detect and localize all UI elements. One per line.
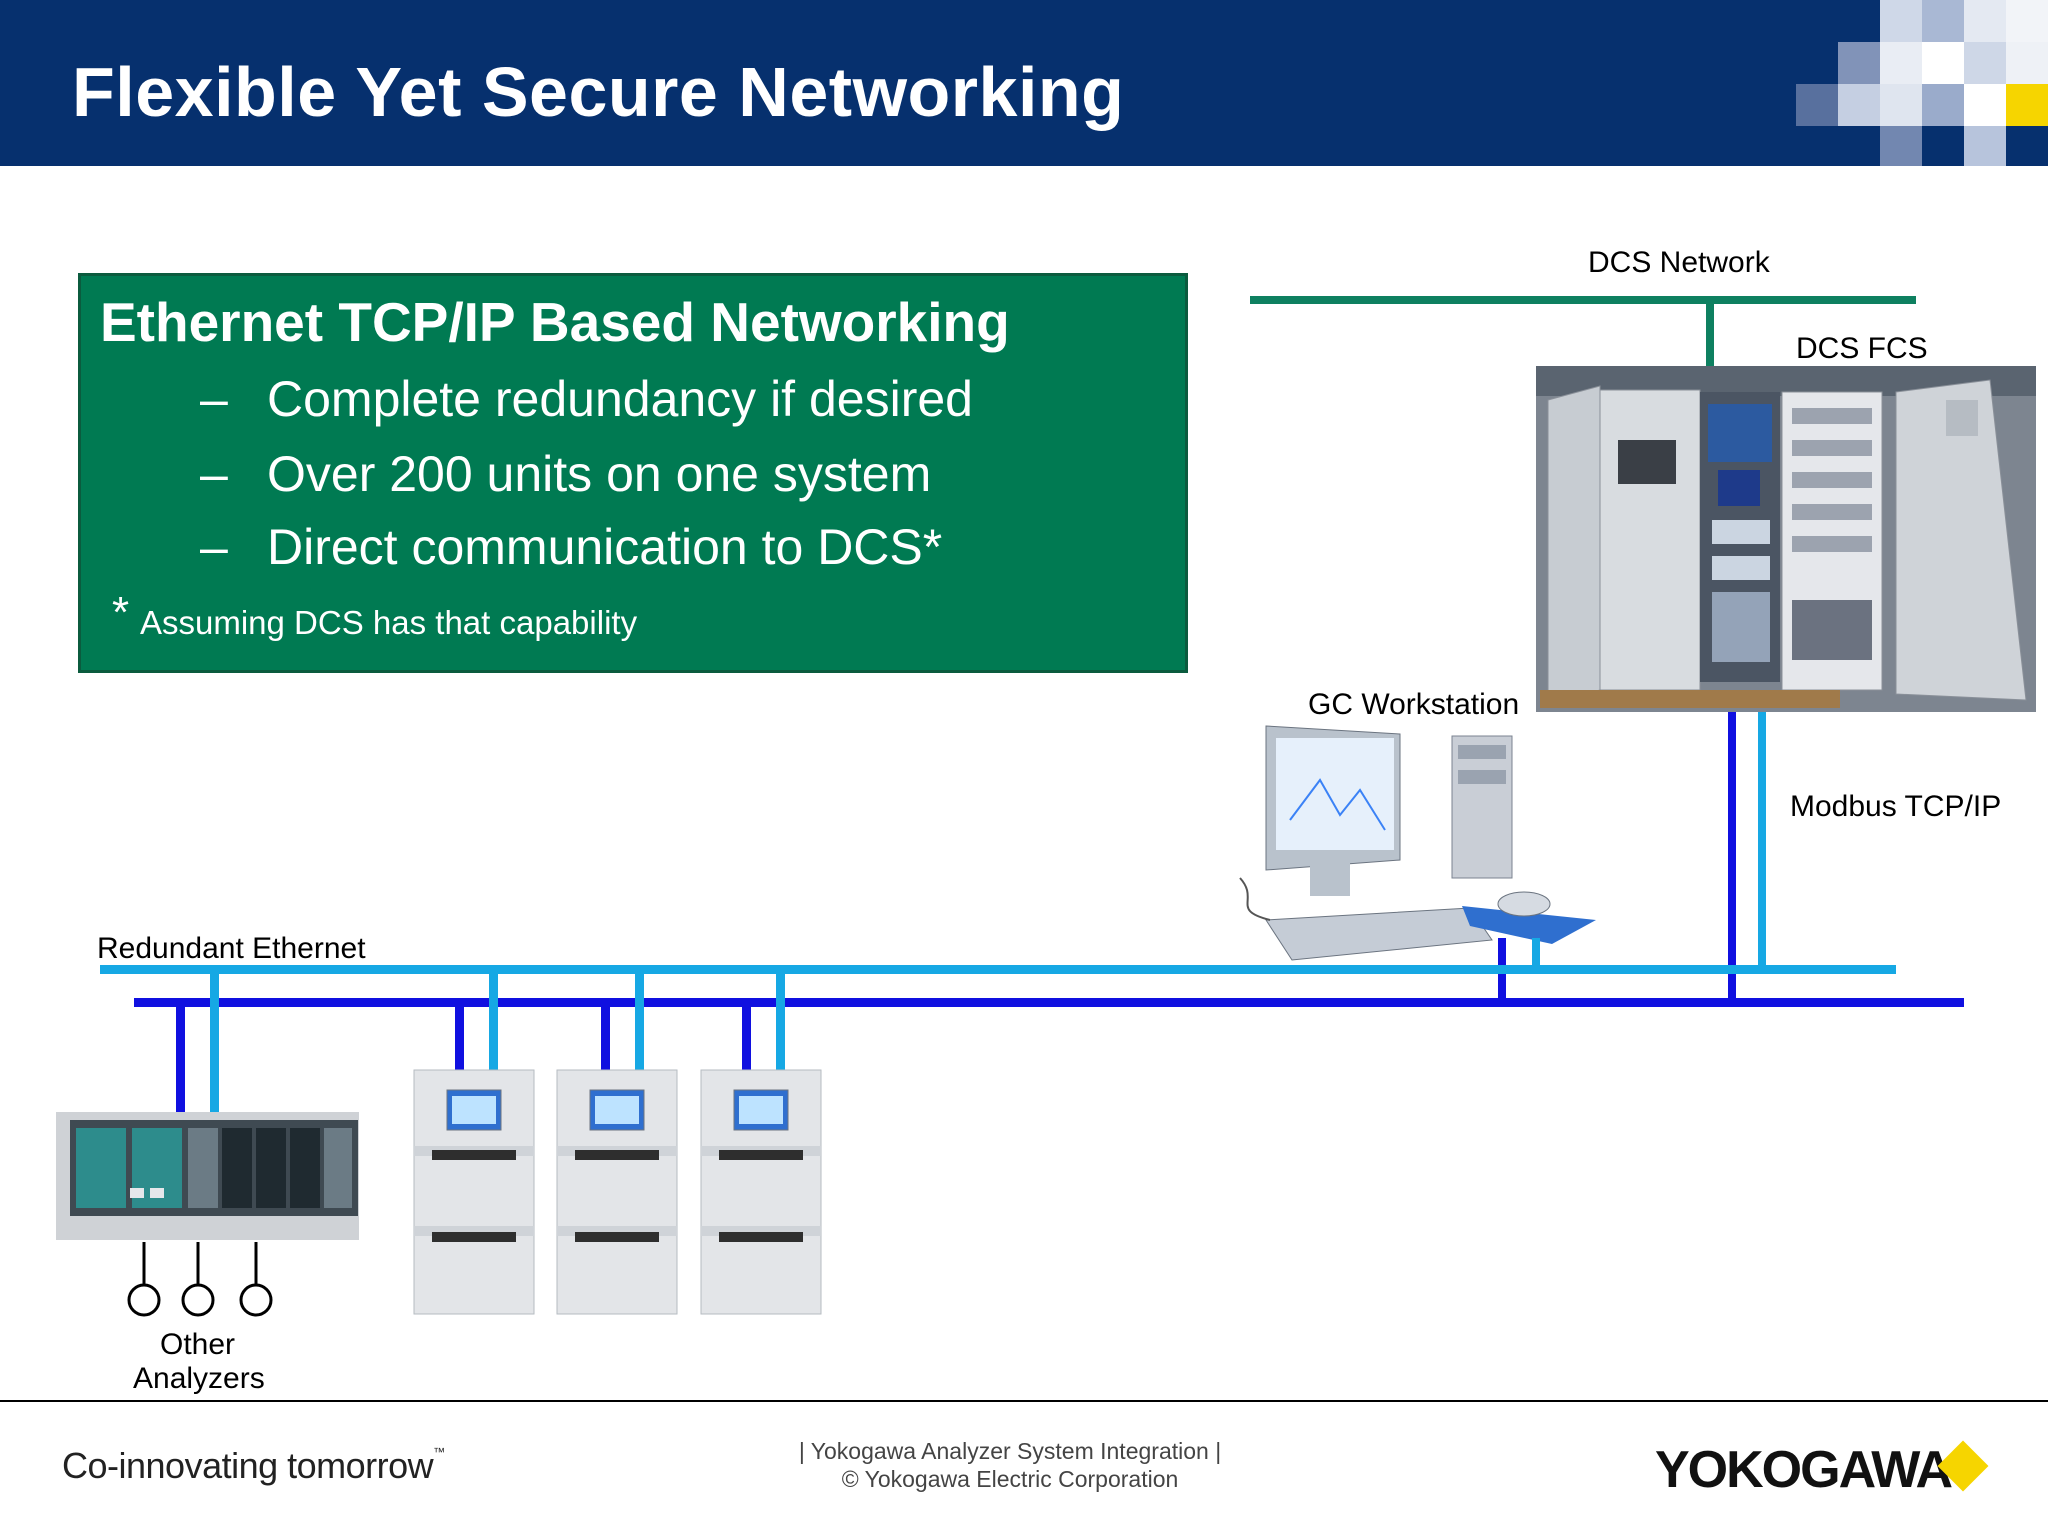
bullet-dash: – [200,371,228,427]
drop-a [635,970,644,1070]
bullet-item: Complete redundancy if desired [267,371,973,427]
drop-b [455,1002,464,1070]
footnote: Assuming DCS has that capability [140,604,638,641]
modbus-link-a [1728,712,1736,1002]
dcs-network-label: DCS Network [1588,246,1770,279]
other-analyzers-label-line2: Analyzers [133,1362,265,1395]
drop-a [210,970,219,1114]
drop-b [176,1002,185,1114]
gc-workstation-label: GC Workstation [1308,688,1520,721]
bullet-dash: – [200,446,228,502]
dcs-network-line [1250,296,1916,304]
drop-a [489,970,498,1070]
gc-workstation-image [1239,725,1596,961]
gc-analyzer-unit [413,1069,535,1315]
dcs-fcs-label: DCS FCS [1796,332,1928,365]
footer-line-1: | Yokogawa Analyzer System Integration | [798,1438,1222,1464]
analyzer-rack-image [56,1112,359,1240]
header-bar [0,0,2048,166]
footnote-star: * [112,588,130,637]
other-analyzers-label-line1: Other [160,1328,236,1361]
redundant-ethernet-label: Redundant Ethernet [97,932,366,965]
feature-box [78,273,1188,673]
feature-box-title: Ethernet TCP/IP Based Networking [100,291,1010,353]
bullet-item: Direct communication to DCS* [267,519,943,575]
drop-a [776,970,785,1070]
dcs-network-drop [1706,300,1714,368]
tagline: Co-innovating tomorrow™ [62,1445,445,1487]
gc-analyzer-unit [556,1069,678,1315]
brand-logo-text: YOKOGAWA [1655,1441,1953,1499]
ethernet-bus-b [134,998,1964,1007]
dcs-fcs-cabinet-image [1536,366,2036,712]
tagline-trademark: ™ [433,1445,445,1459]
page-title: Flexible Yet Secure Networking [72,53,1125,131]
modbus-link-b [1758,712,1766,970]
other-analyzer-symbols [127,1242,273,1317]
footer-line-2: © Yokogawa Electric Corporation [841,1466,1179,1492]
footer-divider [0,1400,2048,1402]
ethernet-bus-a [100,965,1896,974]
bullet-dash: – [200,519,228,575]
tagline-text: Co-innovating tomorrow [62,1445,434,1486]
gc-analyzer-unit [700,1069,822,1315]
bullet-item: Over 200 units on one system [267,446,932,502]
workstation-drop-b [1532,938,1540,970]
modbus-label: Modbus TCP/IP [1790,790,2002,823]
drop-b [601,1002,610,1070]
drop-b [742,1002,751,1070]
